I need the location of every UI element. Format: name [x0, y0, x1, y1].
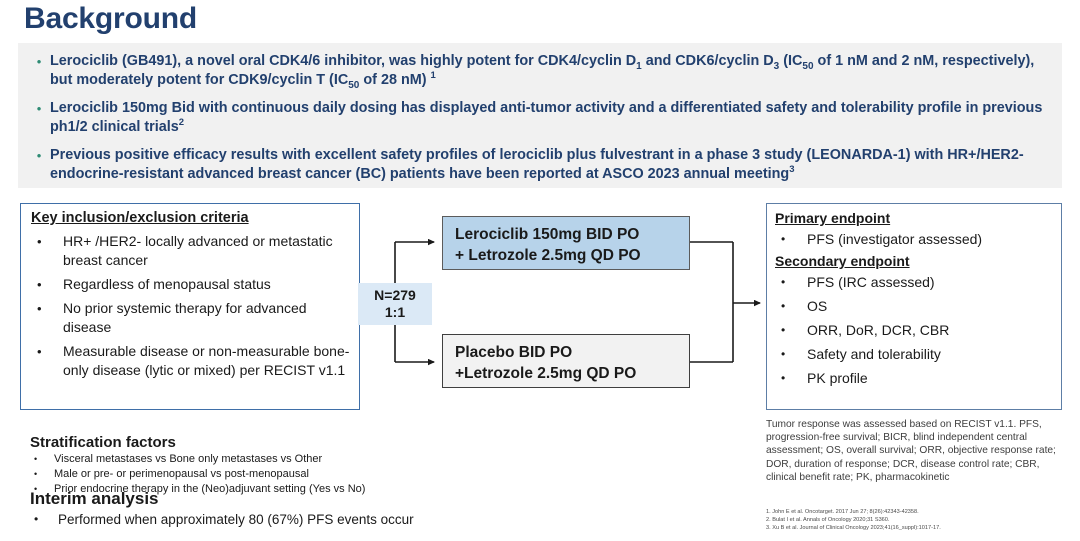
arm-b-line-1: Placebo BID PO — [455, 344, 573, 361]
bullet-icon: • — [34, 454, 38, 464]
background-bullet-list: • Lerociclib (GB491), a novel oral CDK4/… — [18, 43, 1062, 188]
background-bullet-item: • Previous positive efficacy results wit… — [28, 146, 1052, 184]
bullet-icon: • — [37, 344, 42, 359]
bullet-icon: • — [34, 469, 38, 479]
secondary-endpoint-text: PK profile — [807, 370, 868, 386]
bullet-icon: • — [36, 101, 42, 116]
stratification-list-item: • Visceral metastases vs Bone only metas… — [30, 452, 550, 467]
stratification-item-text: Male or pre- or perimenopausal vs post-m… — [54, 468, 309, 480]
bullet-icon: • — [781, 299, 786, 313]
secondary-endpoint-item: • ORR, DoR, DCR, CBR — [775, 320, 1055, 341]
bullet-icon: • — [781, 371, 786, 385]
bullet-icon: • — [36, 148, 42, 163]
secondary-endpoint-item: • PK profile — [775, 368, 1055, 389]
stratification-list-item: • Male or pre- or perimenopausal vs post… — [30, 467, 550, 482]
criteria-item-text: Measurable disease or non-measurable bon… — [63, 343, 350, 378]
reference-list: 1. John E et al. Oncotarget. 2017 Jun 27… — [766, 508, 1066, 533]
secondary-endpoint-text: OS — [807, 298, 828, 314]
interim-heading: Interim analysis — [30, 489, 159, 508]
arm-a-line-2: + Letrozole 2.5mg QD PO — [455, 247, 641, 264]
bullet-icon: • — [34, 484, 38, 494]
bullet-icon: • — [37, 234, 42, 249]
interim-item-text: Performed when approximately 80 (67%) PF… — [58, 512, 414, 527]
bullet-icon: • — [781, 275, 786, 289]
arm-a-line-1: Lerociclib 150mg BID PO — [455, 226, 640, 243]
footnote-abbreviations: Tumor response was assessed based on REC… — [766, 419, 1056, 483]
bullet-icon: • — [36, 54, 42, 69]
secondary-endpoint-text: Safety and tolerability — [807, 346, 941, 362]
randomization-ratio: 1:1 — [384, 304, 406, 320]
criteria-item-text: HR+ /HER2- locally advanced or metastati… — [63, 233, 333, 268]
background-bullet-text-2: Lerociclib 150mg Bid with continuous dai… — [50, 100, 1043, 135]
stratification-section: Stratification factors • Visceral metast… — [30, 434, 550, 497]
background-bullet-item: • Lerociclib (GB491), a novel oral CDK4/… — [28, 52, 1052, 90]
criteria-list-item: • Regardless of menopausal status — [31, 275, 351, 294]
secondary-endpoint-text: ORR, DoR, DCR, CBR — [807, 322, 950, 338]
criteria-list-item: • HR+ /HER2- locally advanced or metasta… — [31, 232, 351, 270]
reference-item: 3. Xu B et al. Journal of Clinical Oncol… — [766, 525, 941, 532]
bullet-icon: • — [781, 347, 786, 361]
stratification-list-item: • Prior endocrine therapy in the (Neo)ad… — [30, 482, 550, 497]
arm-b-line-2: +Letrozole 2.5mg QD PO — [455, 365, 637, 382]
reference-item: 1. John E et al. Oncotarget. 2017 Jun 27… — [766, 509, 919, 515]
page-title: Background — [24, 2, 198, 35]
stratification-item-text: Visceral metastases vs Bone only metasta… — [54, 453, 323, 465]
inclusion-exclusion-box: Key inclusion/exclusion criteria • HR+ /… — [20, 203, 360, 410]
randomization-box: N=279 1:1 — [358, 283, 432, 325]
background-band: • Lerociclib (GB491), a novel oral CDK4/… — [18, 43, 1062, 188]
interim-list-item: • Performed when approximately 80 (67%) … — [30, 510, 590, 529]
secondary-endpoint-heading: Secondary endpoint — [775, 253, 910, 269]
criteria-list-item: • Measurable disease or non-measurable b… — [31, 342, 351, 380]
stratification-item-text: Prior endocrine therapy in the (Neo)adju… — [54, 483, 366, 495]
stratification-heading: Stratification factors — [30, 434, 176, 451]
background-bullet-item: • Lerociclib 150mg Bid with continuous d… — [28, 99, 1052, 137]
criteria-item-text: No prior systemic therapy for advanced d… — [63, 300, 307, 335]
background-bullet-text-1: Lerociclib (GB491), a novel oral CDK4/6 … — [50, 53, 1035, 91]
background-bullet-text-3: Previous positive efficacy results with … — [50, 147, 1024, 182]
endpoints-box: Primary endpoint • PFS (investigator ass… — [766, 203, 1062, 410]
primary-endpoint-heading: Primary endpoint — [775, 210, 891, 226]
randomization-n: N=279 — [374, 287, 416, 303]
bullet-icon: • — [781, 323, 786, 337]
reference-item: 2. Bulat I et al. Annals of Oncology 202… — [766, 517, 890, 524]
bullet-icon: • — [37, 301, 42, 316]
criteria-item-text: Regardless of menopausal status — [63, 276, 271, 292]
primary-endpoint-item: • PFS (investigator assessed) — [775, 229, 1055, 250]
treatment-arm-lerociclib: Lerociclib 150mg BID PO + Letrozole 2.5m… — [442, 216, 690, 270]
bullet-icon: • — [37, 277, 42, 292]
secondary-endpoint-item: • Safety and tolerability — [775, 344, 1055, 365]
treatment-arm-placebo: Placebo BID PO +Letrozole 2.5mg QD PO — [442, 334, 690, 388]
bullet-icon: • — [34, 512, 39, 526]
interim-analysis-section: Interim analysis • Performed when approx… — [30, 489, 590, 529]
secondary-endpoint-item: • PFS (IRC assessed) — [775, 272, 1055, 293]
secondary-endpoint-text: PFS (IRC assessed) — [807, 274, 935, 290]
criteria-heading: Key inclusion/exclusion criteria — [31, 210, 249, 226]
primary-endpoint-text: PFS (investigator assessed) — [807, 231, 983, 247]
secondary-endpoint-item: • OS — [775, 296, 1055, 317]
criteria-list-item: • No prior systemic therapy for advanced… — [31, 299, 351, 337]
bullet-icon: • — [781, 232, 786, 246]
